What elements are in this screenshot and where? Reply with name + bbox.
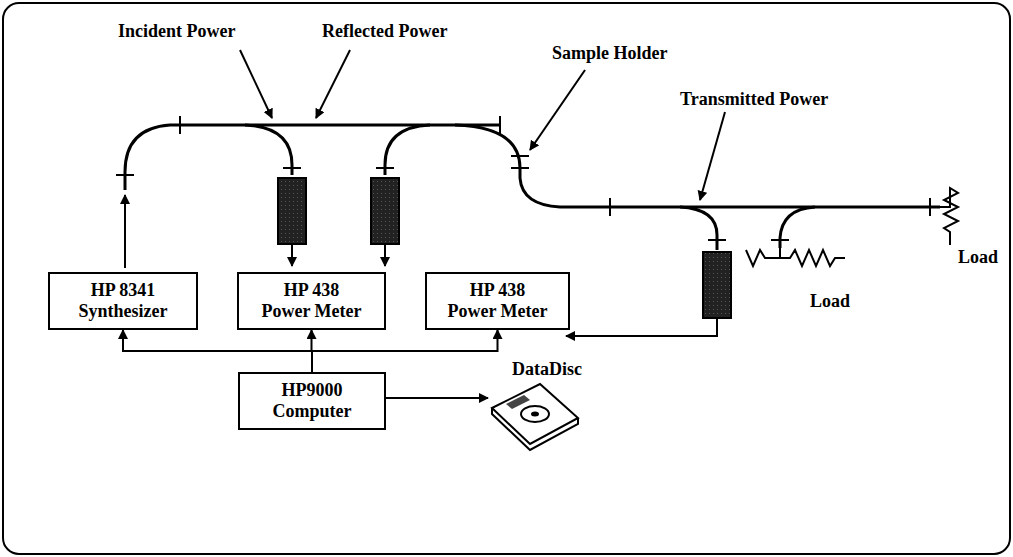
load-label: Load bbox=[810, 292, 850, 312]
flanges bbox=[116, 116, 930, 240]
power-meter-box: HP 438 Power Meter bbox=[237, 272, 386, 330]
box-text: HP 8341 Synthesizer bbox=[50, 278, 196, 323]
control-bus-line bbox=[123, 330, 312, 372]
box-text: HP 438 Power Meter bbox=[239, 278, 384, 323]
frame bbox=[3, 3, 1010, 554]
reflected-power-label: Reflected Power bbox=[322, 22, 447, 42]
load-label: Load bbox=[958, 248, 998, 268]
signal-wires bbox=[125, 195, 717, 398]
load-resistors bbox=[746, 188, 958, 266]
control-bus-line bbox=[312, 330, 498, 372]
transmitted-power-label: Transmitted Power bbox=[680, 90, 828, 110]
leader-arrows bbox=[240, 50, 725, 200]
synthesizer-box: HP 8341 Synthesizer bbox=[48, 272, 198, 330]
power-meter-box: HP 438 Power Meter bbox=[425, 272, 570, 330]
box-text: HP9000 Computer bbox=[240, 378, 384, 423]
sample-holder-label: Sample Holder bbox=[552, 44, 668, 64]
computer-box: HP9000 Computer bbox=[238, 372, 386, 430]
data-disc-icon bbox=[492, 384, 578, 450]
data-disc-label: DataDisc bbox=[512, 360, 582, 380]
incident-power-label: Incident Power bbox=[118, 22, 235, 42]
box-text: HP 438 Power Meter bbox=[427, 278, 568, 323]
waveguide bbox=[125, 125, 940, 250]
